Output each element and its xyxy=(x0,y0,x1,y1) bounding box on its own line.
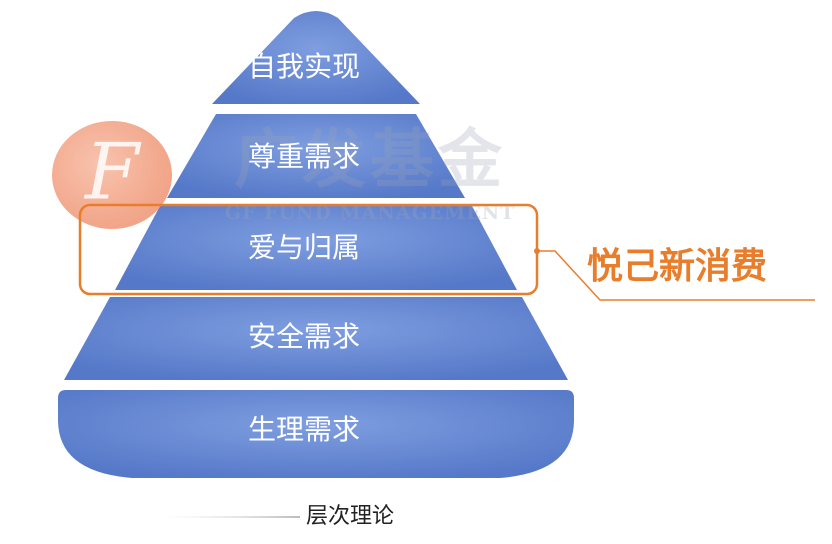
tier-label-physiological: 生理需求 xyxy=(248,413,360,446)
callout-connector xyxy=(537,250,815,301)
tier-label-love-belonging: 爱与归属 xyxy=(248,231,360,264)
tier-label-esteem: 尊重需求 xyxy=(248,140,360,173)
watermark-en-text: GF FUND MANAGEMENT xyxy=(225,202,515,224)
callout-text: 悦己新消费 xyxy=(587,246,767,287)
watermark: F 广发基金 GF FUND MANAGEMENT xyxy=(52,121,515,229)
watermark-cn-text: 广发基金 xyxy=(234,124,506,198)
tier-shape-1 xyxy=(212,11,420,104)
tier-shape-3 xyxy=(115,206,517,290)
caption-line xyxy=(160,516,300,518)
watermark-logo-letter: F xyxy=(83,128,142,218)
callout-connector-dot xyxy=(534,248,540,254)
tier-shape-2 xyxy=(167,114,465,198)
tier-shape-5 xyxy=(58,390,574,478)
tier-label-safety: 安全需求 xyxy=(248,320,360,353)
watermark-logo: F xyxy=(52,121,172,229)
tier-shape-4 xyxy=(64,297,568,380)
tier-label-self-actualization: 自我实现 xyxy=(248,50,360,83)
caption-text: 层次理论 xyxy=(306,504,394,529)
